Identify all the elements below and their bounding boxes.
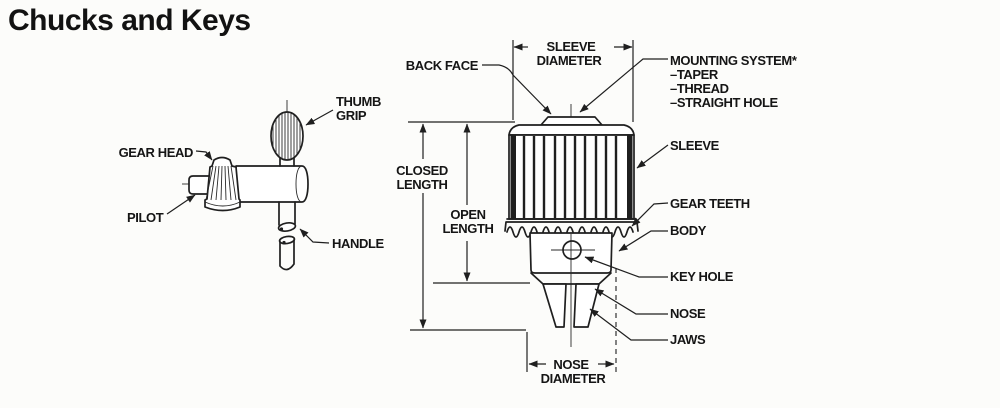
sleeve-edge-right [627,135,633,219]
label-mounting-system: MOUNTING SYSTEM* [670,53,798,68]
label-open-length-line2: LENGTH [442,221,493,236]
label-handle: HANDLE [332,236,384,251]
break-dot [282,240,286,245]
sleeve-leader [636,144,669,169]
nose-leader [594,288,668,315]
handle-break-upper [277,221,297,233]
sleeve-body [508,134,635,220]
label-key-hole: KEY HOLE [670,269,734,284]
handle-upper-rod [278,201,296,226]
label-open-length-line1: OPEN [450,207,485,222]
label-sleeve: SLEEVE [670,138,720,153]
gear-head-teeth-hatch [204,165,241,207]
label-closed-length-line1: CLOSED [396,163,448,178]
sleeve-top-band [508,124,635,136]
handle-leader [299,228,330,244]
label-nose: NOSE [670,306,706,321]
label-nose-diameter-line2: DIAMETER [541,371,607,386]
label-jaws: JAWS [670,332,706,347]
gear-head-leader [195,150,213,161]
back-face-leader [482,64,552,115]
label-mounting-thread: –THREAD [670,81,729,96]
label-mounting-taper: –TAPER [670,67,719,82]
back-face-cap [540,116,603,126]
label-thumb-grip-line1: THUMB [336,94,381,109]
jaw-left [542,283,567,328]
label-pilot: PILOT [127,210,164,225]
label-gear-teeth: GEAR TEETH [670,196,750,211]
pilot-shaft [188,175,212,195]
key-body-end-ellipse [295,165,303,203]
label-body: BODY [670,223,707,238]
chuck-diagram: BACK FACE SLEEVE DIAMETER MOUNTING SYSTE… [396,39,798,386]
page-title: Chucks and Keys [8,4,251,37]
gear-teeth-leader [631,202,669,227]
sleeve-ribs [522,136,618,218]
keyhole-circle [562,240,582,260]
mounting-system-leader [579,58,668,113]
key-body-cylinder [235,165,309,203]
break-dot [279,227,284,231]
jaws-leader [589,308,668,341]
label-nose-diameter-line1: NOSE [553,357,589,372]
handle-lower-rod [279,239,295,271]
label-thumb-grip-line2: GRIP [336,108,367,123]
gear-head-shape [204,156,241,212]
gear-teeth-rim [504,218,639,232]
label-mounting-straight-hole: –STRAIGHT HOLE [670,95,779,110]
thumb-grip-knurling [272,112,301,160]
chuck-key-diagram: GEAR HEAD PILOT THUMB GRIP HANDLE [119,94,385,271]
label-gear-head: GEAR HEAD [119,145,193,160]
label-sleeve-diameter-line2: DIAMETER [537,53,603,68]
sleeve-edge-left [510,135,516,219]
thumb-grip-leader [305,109,334,126]
body-leader [618,230,668,252]
key-hole-leader [584,256,668,278]
label-back-face: BACK FACE [406,58,479,73]
label-sleeve-diameter-line1: SLEEVE [547,39,597,54]
label-closed-length-line2: LENGTH [396,177,447,192]
jaw-right [573,283,600,328]
pilot-leader [166,194,196,215]
handle-break-lower [278,235,296,245]
